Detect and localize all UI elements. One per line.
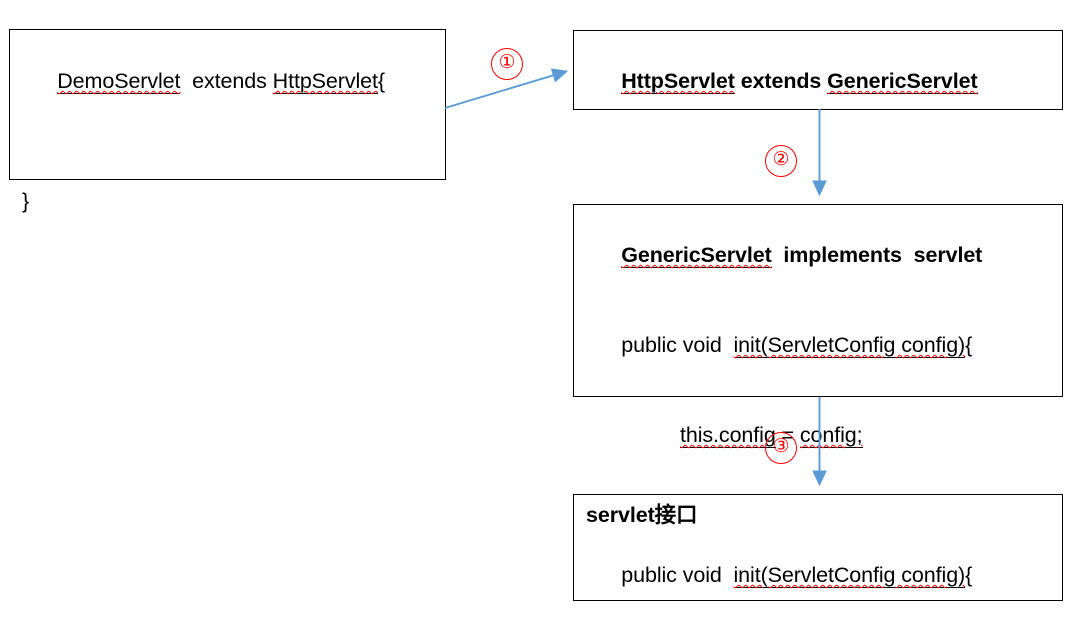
servlet-interface-open-brace: { — [965, 563, 973, 587]
generic-servlet-config-param: config; — [799, 423, 863, 448]
arrow-demo-to-http — [444, 68, 569, 109]
generic-servlet-modifier-1: public void — [621, 333, 734, 357]
servlet-interface-init-config-call: init(ServletConfig config) — [733, 563, 966, 588]
arrow-http-to-generic — [812, 109, 827, 197]
servlet-interface-close-brace: } — [586, 620, 1052, 624]
generic-servlet-init-config-call: init(ServletConfig config) — [733, 333, 966, 358]
demo-servlet-superclass-name: HttpServlet — [272, 69, 378, 94]
generic-servlet-init-signature: public void init(ServletConfig config){ — [586, 300, 1052, 390]
generic-servlet-indent-1 — [621, 423, 680, 447]
http-servlet-line-1: HttpServlet extends GenericServlet — [586, 36, 1052, 126]
demo-servlet-class-name: DemoServlet — [57, 69, 181, 94]
http-servlet-extends-keyword: extends — [734, 69, 828, 93]
generic-servlet-open-brace-1: { — [965, 333, 973, 357]
box-demo-servlet[interactable]: DemoServlet extends HttpServlet{ } — [9, 29, 446, 213]
http-servlet-superclass-name: GenericServlet — [827, 69, 978, 94]
box-http-servlet[interactable]: HttpServlet extends GenericServlet — [573, 30, 1063, 110]
step-badge-1: ① — [491, 48, 523, 80]
demo-servlet-blank-line-b — [22, 156, 435, 186]
http-servlet-class-name: HttpServlet — [621, 69, 735, 94]
servlet-interface-modifier: public void — [621, 563, 734, 587]
generic-servlet-class-name: GenericServlet — [621, 243, 772, 268]
demo-servlet-line-1: DemoServlet extends HttpServlet{ — [22, 36, 435, 126]
step-badge-3: ③ — [765, 432, 797, 464]
generic-servlet-implements-clause: implements servlet — [771, 243, 983, 267]
demo-servlet-open-brace: { — [377, 69, 385, 93]
generic-servlet-header: GenericServlet implements servlet — [586, 210, 1052, 300]
servlet-interface-header: servlet接口 — [586, 503, 698, 527]
demo-servlet-extends-keyword: extends — [180, 69, 273, 93]
generic-servlet-this-config: this.config — [679, 423, 776, 448]
demo-servlet-close-brace: } — [22, 189, 30, 213]
demo-servlet-blank-line-a — [22, 126, 435, 156]
box-generic-servlet[interactable]: GenericServlet implements servlet public… — [573, 204, 1063, 597]
box-servlet-interface[interactable]: servlet接口 public void init(ServletConfig… — [573, 494, 1063, 624]
servlet-interface-init-signature: public void init(ServletConfig config){ — [586, 530, 1052, 620]
step-badge-2: ② — [765, 145, 797, 177]
arrow-generic-to-interface — [812, 397, 827, 487]
